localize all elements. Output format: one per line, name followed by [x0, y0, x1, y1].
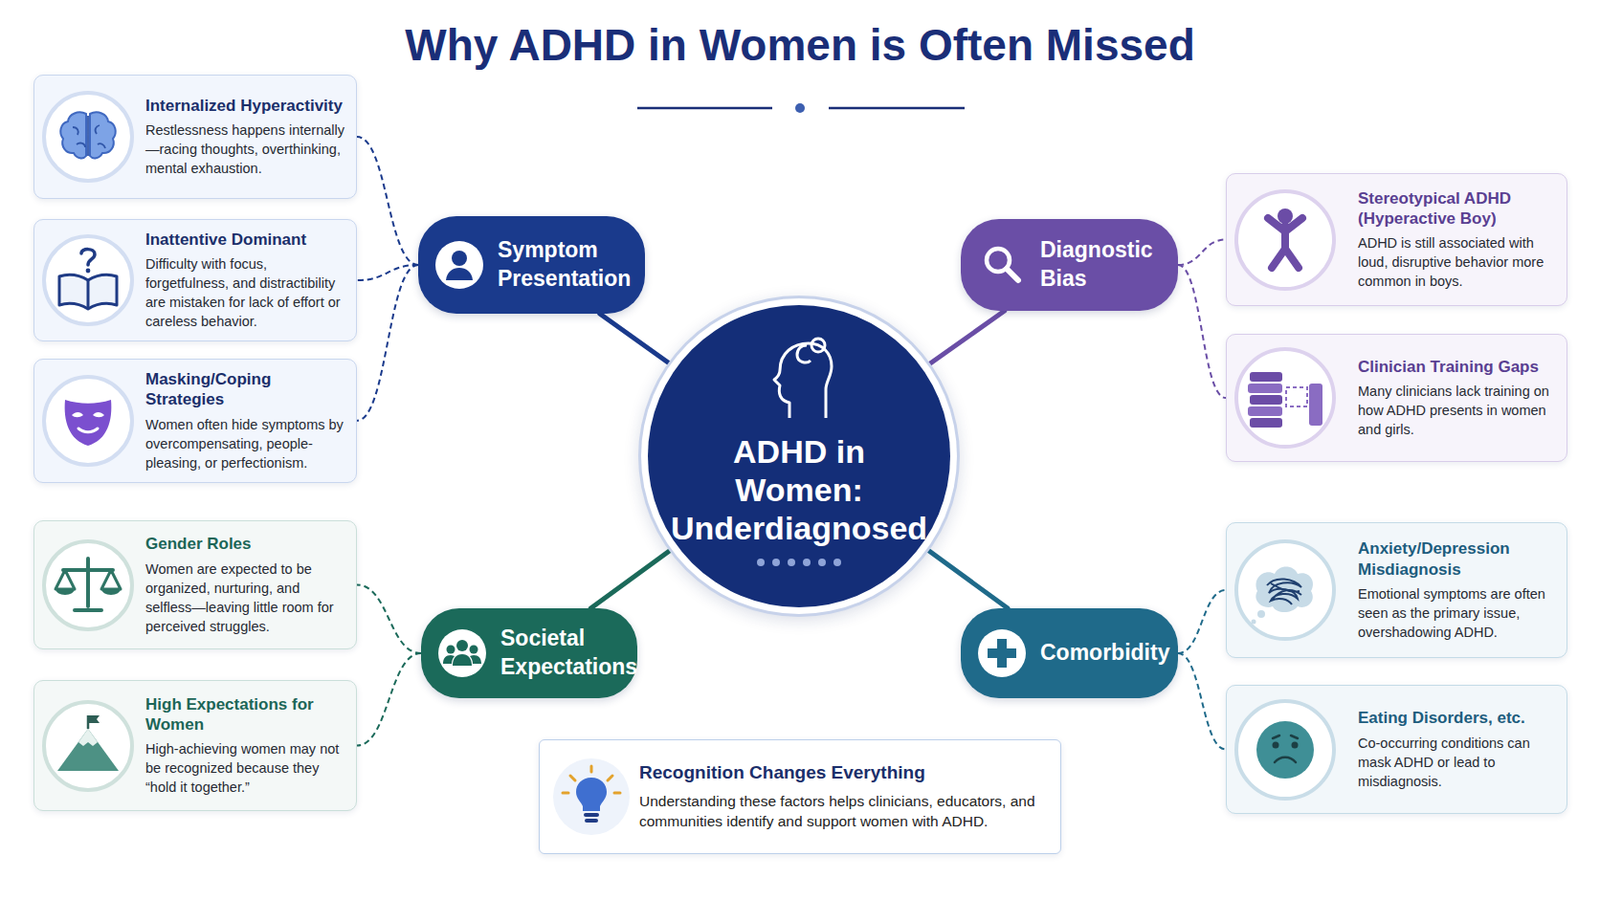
- plus-icon: [976, 627, 1028, 680]
- scales-icon: [40, 537, 136, 634]
- dashed-connector: [1177, 653, 1226, 751]
- dashed-connector: [1177, 265, 1226, 399]
- card-heading: Clinician Training Gaps: [1357, 356, 1556, 378]
- card-heading: Recognition Changes Everything: [639, 761, 1044, 786]
- category-pill: Diagnostic Bias: [960, 219, 1178, 312]
- card-body: Many clinicians lack training on how ADH…: [1357, 381, 1556, 440]
- dashed-connector: [1177, 240, 1226, 267]
- info-card: Clinician Training GapsMany clinicians l…: [1225, 333, 1568, 463]
- info-card: Eating Disorders, etc. Co-occurring condi…: [1225, 685, 1568, 815]
- dot-row: [755, 557, 844, 568]
- card-body: Difficulty with focus, forgetfulness, an…: [145, 254, 345, 332]
- node-label: Symptom Presentation: [497, 236, 632, 294]
- divider-line: [828, 107, 965, 111]
- mountain-flag-icon: [40, 698, 136, 795]
- category-pill: Comorbidity: [960, 608, 1178, 699]
- brain-icon: [40, 88, 136, 185]
- hub-connector: [922, 311, 1005, 370]
- dashed-connector: [356, 653, 422, 747]
- hub-connector: [590, 545, 677, 609]
- card-heading: Eating Disorders, etc.: [1357, 708, 1556, 729]
- card-heading: Masking/Coping Strategies: [145, 369, 345, 411]
- person-icon: [433, 239, 486, 291]
- info-card: Inattentive DominantDifficulty with focu…: [33, 219, 357, 342]
- card-body: Emotional symptoms are often seen as the…: [1357, 584, 1556, 643]
- card-heading: Gender Roles: [145, 533, 345, 555]
- category-pill: Symptom Presentation: [418, 216, 645, 314]
- card-body: Understanding these factors helps clinic…: [639, 791, 1044, 833]
- node-label: Diagnostic Bias: [1040, 236, 1165, 294]
- jumping-child-icon: [1232, 187, 1338, 293]
- dashed-connector: [356, 265, 419, 422]
- node-label: Comorbidity: [1040, 639, 1165, 668]
- card-heading: Inattentive Dominant: [145, 229, 345, 250]
- info-card: High Expectations for WomenHigh-achievin…: [33, 680, 357, 812]
- central-circle: ADHD in Women: Underdiagnosed: [647, 305, 951, 608]
- dashed-connector: [356, 136, 419, 266]
- info-card: Gender RolesWomen are expected to be org…: [33, 520, 357, 650]
- card-heading: Internalized Hyperactivity: [145, 95, 345, 116]
- node-label: ADHD in Women: Underdiagnosed: [665, 432, 934, 548]
- node-label: Societal Expectations: [500, 624, 624, 683]
- lightbulb-icon: [551, 756, 632, 838]
- card-body: ADHD is still associated with loud, disr…: [1357, 233, 1556, 291]
- book-icon: [40, 232, 136, 329]
- divider-line: [637, 107, 773, 111]
- dashed-connector: [356, 585, 422, 655]
- hub-connector: [921, 545, 1008, 609]
- hub-connector: [600, 313, 677, 369]
- mask-icon: [40, 373, 136, 469]
- head-profile-icon: [751, 332, 847, 424]
- sad-face-icon: [1232, 697, 1338, 803]
- dashed-connector: [356, 265, 419, 281]
- scribble-cloud-icon: [1232, 537, 1338, 644]
- card-body: Co-occurring conditions can mask ADHD or…: [1357, 733, 1556, 792]
- card-heading: Anxiety/Depression Misdiagnosis: [1357, 538, 1556, 580]
- info-card: Anxiety/Depression MisdiagnosisEmotional…: [1225, 522, 1568, 659]
- info-card: Stereotypical ADHD (Hyperactive Boy)ADHD…: [1225, 173, 1568, 307]
- books-icon: [1232, 345, 1338, 451]
- category-pill: Societal Expectations: [421, 608, 638, 699]
- card-body: High-achieving women may not be recogniz…: [145, 739, 345, 798]
- magnifier-icon: [976, 239, 1028, 291]
- card-body: Women often hide symptoms by overcompens…: [145, 415, 345, 473]
- card-heading: Stereotypical ADHD (Hyperactive Boy): [1357, 188, 1556, 230]
- summary-box: Recognition Changes EverythingUnderstand…: [538, 739, 1062, 855]
- card-body: Restlessness happens internally—racing t…: [145, 120, 345, 178]
- title: Why ADHD in Women is Often Missed: [0, 19, 1600, 72]
- info-card: Masking/Coping StrategiesWomen often hid…: [33, 358, 357, 484]
- card-heading: High Expectations for Women: [145, 694, 345, 736]
- info-card: Internalized HyperactivityRestlessness h…: [33, 74, 357, 200]
- group-icon: [436, 627, 489, 680]
- card-body: Women are expected to be organized, nurt…: [145, 559, 345, 637]
- divider-dot: [795, 103, 805, 113]
- dashed-connector: [1177, 590, 1226, 654]
